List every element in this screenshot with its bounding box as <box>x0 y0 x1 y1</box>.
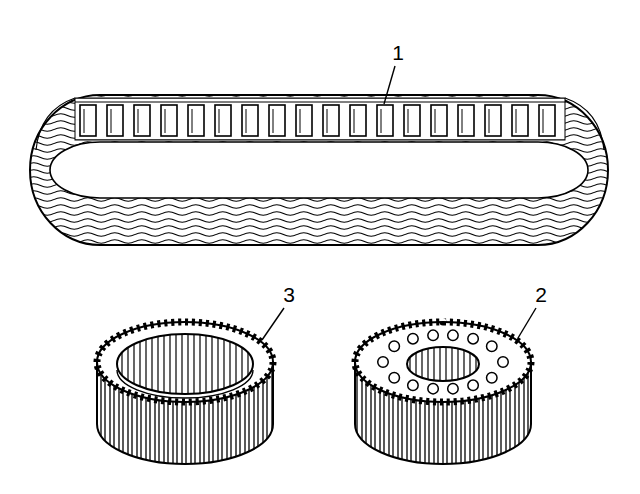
leader-lines <box>262 66 536 340</box>
leader-line <box>262 308 284 340</box>
callout-number: 1 <box>390 42 406 63</box>
drive-chain <box>30 95 608 245</box>
callout-number: 3 <box>281 284 297 305</box>
leader-line <box>384 66 395 104</box>
sprocket <box>355 322 531 464</box>
sprocket <box>97 322 273 464</box>
leader-line <box>518 308 536 338</box>
callout-number: 2 <box>533 284 549 305</box>
